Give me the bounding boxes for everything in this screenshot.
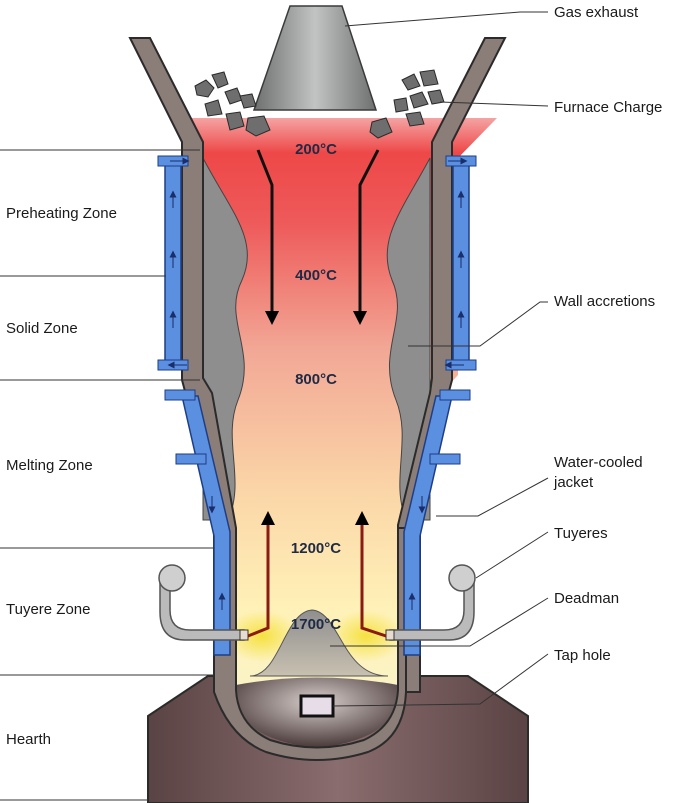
jacket-tab	[429, 453, 461, 465]
charge-rock	[401, 73, 421, 91]
tuyere-nozzle-right	[385, 629, 395, 641]
tap-hole	[299, 694, 335, 718]
tuyere-bustle-right	[448, 564, 476, 592]
jacket-lower-left	[181, 395, 231, 656]
temp-label-1200: 1200°C	[291, 540, 341, 557]
wall-accretion-right	[386, 157, 431, 521]
label-deadman: Deadman	[554, 590, 619, 607]
leader-tap-hole	[332, 653, 549, 707]
deadman	[249, 609, 389, 677]
charge-rock	[239, 93, 257, 109]
jacket-tab	[439, 389, 471, 401]
zone-label-solid: Solid Zone	[6, 320, 78, 337]
gas-flow-arrow-right	[355, 511, 387, 638]
charge-rock	[405, 111, 425, 127]
charge-rock	[393, 97, 409, 113]
label-wall-accretions: Wall accretions	[554, 293, 655, 310]
gas-flow-arrow-left	[247, 511, 275, 638]
leader-wall-accretions	[408, 301, 548, 347]
charge-rock	[369, 117, 393, 139]
leader-water-jacket	[436, 477, 549, 517]
leader-tuyeres	[475, 531, 549, 579]
charge-flow-arrow-left	[256, 149, 279, 325]
label-furnace-charge: Furnace Charge	[554, 99, 662, 116]
label-water-jacket-line1: Water-cooled	[554, 454, 643, 471]
gas-exhaust-cone	[252, 5, 378, 111]
label-water-jacket-line2: jacket	[553, 474, 594, 491]
jacket-tab	[164, 389, 196, 401]
label-tap-hole: Tap hole	[554, 647, 611, 664]
temp-label-200: 200°C	[295, 141, 337, 158]
charge-rock	[211, 71, 229, 89]
charge-rock	[204, 99, 223, 117]
leader-furnace-charge	[439, 101, 549, 107]
charge-flow-arrow-right	[353, 149, 380, 325]
label-tuyeres: Tuyeres	[554, 525, 608, 542]
temp-label-1700: 1700°C	[291, 616, 341, 633]
jacket-tab	[175, 453, 207, 465]
temp-label-800: 800°C	[295, 371, 337, 388]
zone-label-hearth: Hearth	[6, 731, 51, 748]
zone-label-tuyere: Tuyere Zone	[6, 601, 91, 618]
charge-rock	[194, 79, 215, 98]
label-gas-exhaust: Gas exhaust	[554, 4, 639, 21]
charge-rock	[419, 69, 439, 87]
zone-label-preheating: Preheating Zone	[6, 205, 117, 222]
charge-rock	[224, 87, 243, 105]
temp-label-400: 400°C	[295, 267, 337, 284]
leader-deadman	[330, 597, 549, 647]
zone-label-melting: Melting Zone	[6, 457, 93, 474]
charge-rock	[245, 115, 271, 137]
tuyere-nozzle-left	[239, 629, 249, 641]
leader-gas-exhaust	[344, 11, 548, 27]
charge-rock	[225, 111, 245, 131]
charge-rock	[409, 91, 429, 109]
tuyere-bustle-left	[158, 564, 186, 592]
